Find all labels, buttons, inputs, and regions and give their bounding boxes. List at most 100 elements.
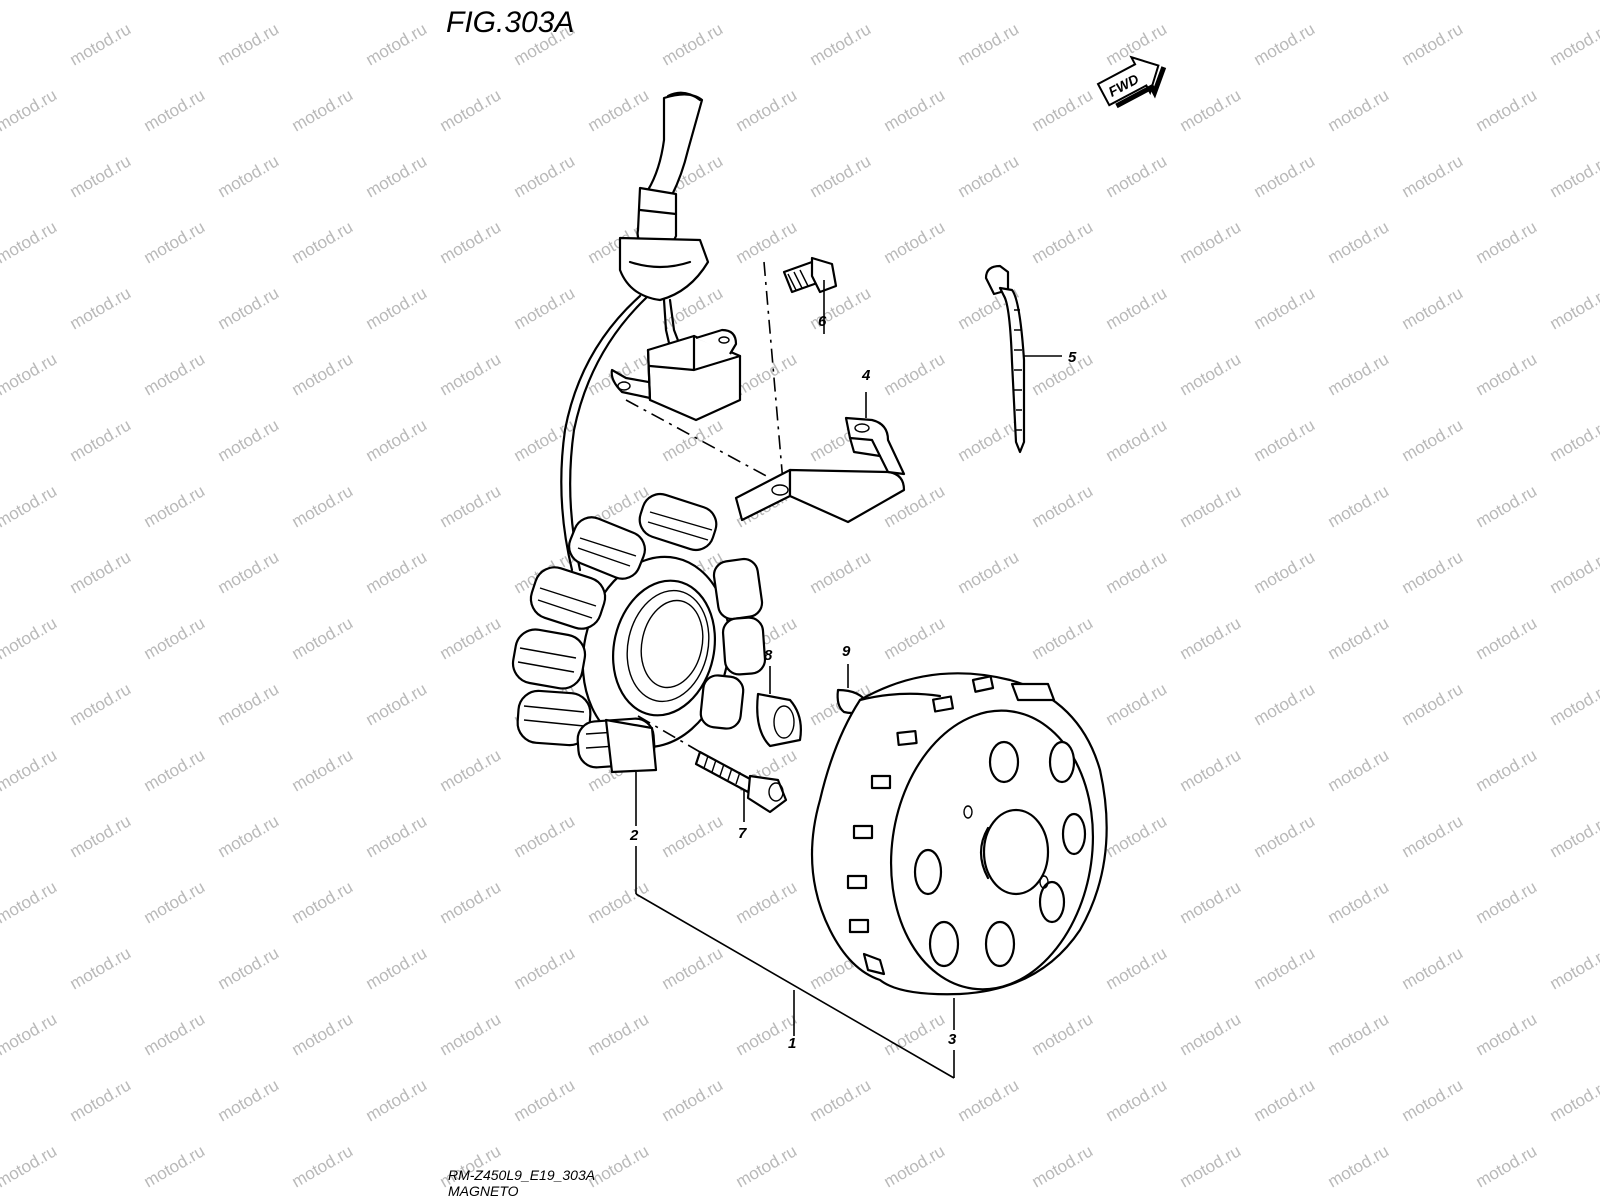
watermark-text: motod.ru: [1103, 151, 1171, 201]
bracket-part: [734, 416, 906, 524]
watermark-text: motod.ru: [0, 217, 60, 267]
watermark-text: motod.ru: [67, 943, 135, 993]
watermark-text: motod.ru: [289, 349, 357, 399]
watermark-text: motod.ru: [363, 811, 431, 861]
watermark-text: motod.ru: [881, 1009, 949, 1059]
watermark-text: motod.ru: [881, 0, 949, 3]
watermark-text: motod.ru: [0, 349, 60, 399]
watermark-text: motod.ru: [1473, 745, 1541, 795]
watermark-text: motod.ru: [289, 613, 357, 663]
watermark-text: motod.ru: [215, 547, 283, 597]
watermark-text: motod.ru: [141, 613, 209, 663]
watermark-text: motod.ru: [363, 415, 431, 465]
watermark-text: motod.ru: [215, 811, 283, 861]
watermark-text: motod.ru: [363, 283, 431, 333]
watermark-text: motod.ru: [141, 0, 209, 3]
watermark-text: motod.ru: [141, 481, 209, 531]
watermark-text: motod.ru: [1547, 283, 1600, 333]
watermark-text: motod.ru: [0, 613, 60, 663]
cable-tie-part: [984, 264, 1026, 454]
figure-title: FIG.303A: [446, 6, 574, 39]
watermark-text: motod.ru: [1177, 481, 1245, 531]
watermark-text: motod.ru: [289, 877, 357, 927]
watermark-text: motod.ru: [67, 283, 135, 333]
watermark-text: motod.ru: [881, 85, 949, 135]
watermark-text: motod.ru: [1029, 0, 1097, 3]
watermark-text: motod.ru: [1325, 481, 1393, 531]
watermark-text: motod.ru: [955, 415, 1023, 465]
watermark-text: motod.ru: [1251, 415, 1319, 465]
watermark-text: motod.ru: [1251, 679, 1319, 729]
watermark-text: motod.ru: [67, 151, 135, 201]
watermark-text: motod.ru: [141, 745, 209, 795]
watermark-text: motod.ru: [1473, 85, 1541, 135]
watermark-text: motod.ru: [67, 1075, 135, 1125]
watermark-text: motod.ru: [1547, 547, 1600, 597]
watermark-text: motod.ru: [1029, 1009, 1097, 1059]
watermark-text: motod.ru: [1029, 613, 1097, 663]
watermark-text: motod.ru: [437, 85, 505, 135]
watermark-text: motod.ru: [1103, 415, 1171, 465]
watermark-text: motod.ru: [215, 1075, 283, 1125]
watermark-text: motod.ru: [1473, 1141, 1541, 1191]
watermark-text: motod.ru: [1399, 283, 1467, 333]
watermark-text: motod.ru: [0, 481, 60, 531]
watermark-text: motod.ru: [1399, 547, 1467, 597]
watermark-text: motod.ru: [289, 745, 357, 795]
watermark-text: motod.ru: [289, 481, 357, 531]
watermark-text: motod.ru: [733, 1141, 801, 1191]
watermark-text: motod.ru: [437, 0, 505, 3]
watermark-text: motod.ru: [67, 679, 135, 729]
watermark-text: motod.ru: [1177, 217, 1245, 267]
watermark-text: motod.ru: [1103, 943, 1171, 993]
watermark-text: motod.ru: [1029, 1141, 1097, 1191]
watermark-text: motod.ru: [511, 811, 579, 861]
watermark-text: motod.ru: [1547, 19, 1600, 69]
watermark-text: motod.ru: [437, 613, 505, 663]
watermark-text: motod.ru: [1029, 85, 1097, 135]
watermark-text: motod.ru: [881, 217, 949, 267]
watermark-text: motod.ru: [955, 19, 1023, 69]
watermark-text: motod.ru: [289, 0, 357, 3]
watermark-text: motod.ru: [0, 85, 60, 135]
watermark-text: motod.ru: [955, 547, 1023, 597]
watermark-text: motod.ru: [215, 415, 283, 465]
watermark-text: motod.ru: [1251, 547, 1319, 597]
callout-7: 7: [738, 825, 747, 842]
watermark-text: motod.ru: [289, 217, 357, 267]
watermark-text: motod.ru: [1399, 943, 1467, 993]
watermark-text: motod.ru: [1325, 1009, 1393, 1059]
watermark-text: motod.ru: [1547, 943, 1600, 993]
watermark-text: motod.ru: [0, 745, 60, 795]
watermark-text: motod.ru: [1251, 811, 1319, 861]
watermark-text: motod.ru: [1399, 19, 1467, 69]
watermark-text: motod.ru: [659, 415, 727, 465]
watermark-text: motod.ru: [363, 19, 431, 69]
watermark-text: motod.ru: [1103, 547, 1171, 597]
watermark-text: motod.ru: [1325, 349, 1393, 399]
watermark-text: motod.ru: [511, 1075, 579, 1125]
watermark-text: motod.ru: [1103, 679, 1171, 729]
watermark-text: motod.ru: [1473, 349, 1541, 399]
watermark-text: motod.ru: [215, 19, 283, 69]
watermark-text: motod.ru: [437, 745, 505, 795]
watermark-text: motod.ru: [141, 1009, 209, 1059]
watermark-text: motod.ru: [363, 1075, 431, 1125]
watermark-text: motod.ru: [733, 877, 801, 927]
watermark-text: motod.ru: [67, 415, 135, 465]
watermark-text: motod.ru: [1325, 0, 1393, 3]
watermark-text: motod.ru: [67, 19, 135, 69]
watermark-text: motod.ru: [289, 1141, 357, 1191]
watermark-text: motod.ru: [1473, 481, 1541, 531]
callout-2: 2: [629, 827, 639, 844]
watermark-text: motod.ru: [1029, 349, 1097, 399]
watermark-text: motod.ru: [363, 151, 431, 201]
watermark-text: motod.ru: [733, 85, 801, 135]
watermark-text: motod.ru: [733, 217, 801, 267]
callout-1: 1: [788, 1035, 796, 1052]
watermark-text: motod.ru: [1325, 877, 1393, 927]
watermark-text: motod.ru: [215, 679, 283, 729]
watermark-text: motod.ru: [1177, 877, 1245, 927]
watermark-text: motod.ru: [0, 1141, 60, 1191]
rotor-part: [810, 672, 1108, 996]
